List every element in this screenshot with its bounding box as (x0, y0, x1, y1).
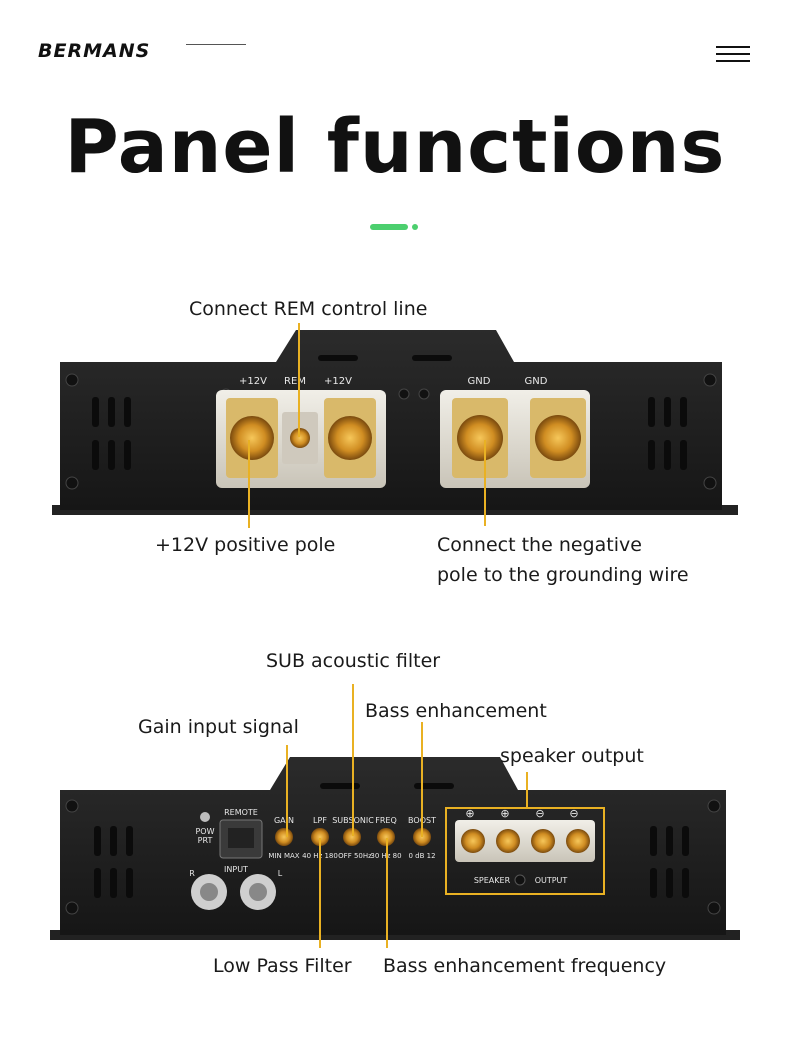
svg-text:0 dB 12: 0 dB 12 (408, 852, 435, 860)
svg-text:FREQ: FREQ (375, 816, 397, 825)
label-gain-input: Gain input signal (138, 716, 299, 738)
svg-text:L: L (278, 869, 283, 878)
ground-terminal-right (535, 415, 581, 461)
label-positive-pole: +12V positive pole (155, 534, 336, 556)
pointer-negative (484, 440, 486, 526)
speaker-output-highlight (445, 807, 605, 895)
label-rem-control: Connect REM control line (189, 298, 428, 320)
label-bass-enhancement: Bass enhancement (365, 700, 547, 722)
positive-terminal-right (328, 416, 372, 460)
positive-terminal-left (230, 416, 274, 460)
title-accent-bar (370, 224, 408, 230)
svg-text:GAIN: GAIN (274, 816, 294, 825)
menu-line-1 (716, 46, 750, 48)
bottom-amplifier-panel: POW PRT REMOTE R INPUT L GAIN MIN MAX LP… (50, 757, 740, 940)
pointer-bass-enhancement (421, 722, 423, 837)
label-gnd-left: GND (468, 376, 491, 387)
speaker-terminal-1 (461, 829, 485, 853)
pointer-positive (248, 440, 250, 528)
label-bass-frequency: Bass enhancement frequency (383, 955, 667, 977)
menu-line-3 (716, 60, 750, 62)
pointer-rem (298, 323, 300, 437)
svg-text:MIN MAX: MIN MAX (268, 852, 299, 860)
svg-text:OUTPUT: OUTPUT (535, 876, 568, 885)
pointer-speaker-output (526, 772, 528, 808)
svg-text:PRT: PRT (198, 836, 213, 845)
label-plus12-left: +12V (239, 376, 267, 387)
label-sub-filter: SUB acoustic filter (266, 650, 441, 672)
power-led (200, 812, 210, 822)
freq-knob (377, 828, 395, 846)
svg-text:INPUT: INPUT (224, 865, 248, 874)
label-negative-line1: Connect the negative (437, 534, 642, 556)
lpf-knob (311, 828, 329, 846)
title-accent-dot (412, 224, 418, 230)
svg-text:⊕: ⊕ (500, 807, 509, 820)
speaker-terminal-3 (531, 829, 555, 853)
bottom-panel-body (60, 757, 726, 935)
speaker-terminal-4 (566, 829, 590, 853)
hamburger-menu-icon[interactable] (716, 46, 750, 64)
brand-divider (186, 44, 246, 45)
rem-terminal (290, 428, 310, 448)
pointer-sub-filter (352, 684, 354, 836)
pointer-low-pass (319, 838, 321, 948)
label-low-pass: Low Pass Filter (213, 955, 352, 977)
svg-text:OFF 50Hz: OFF 50Hz (338, 852, 372, 860)
svg-text:R: R (189, 869, 195, 878)
top-panel-body (60, 330, 722, 510)
top-amplifier-panel: +12V REM +12V GND GND (52, 330, 738, 515)
gain-knob (275, 828, 293, 846)
menu-line-2 (716, 53, 750, 55)
ground-terminal-left (457, 415, 503, 461)
svg-text:⊖: ⊖ (535, 807, 544, 820)
svg-text:LPF: LPF (313, 816, 327, 825)
boost-knob (413, 828, 431, 846)
brand-logo[interactable]: BERMANS (38, 40, 151, 62)
svg-text:⊖: ⊖ (569, 807, 578, 820)
svg-text:⊕: ⊕ (465, 807, 474, 820)
label-gnd-right: GND (525, 376, 548, 387)
label-plus12-right: +12V (324, 376, 352, 387)
subsonic-knob (343, 828, 361, 846)
page-title: Panel functions (64, 104, 726, 190)
pointer-gain (286, 745, 288, 837)
svg-text:POW: POW (195, 827, 214, 836)
pointer-bass-frequency (386, 838, 388, 948)
label-negative-line2: pole to the grounding wire (437, 564, 689, 586)
svg-text:REMOTE: REMOTE (224, 808, 258, 817)
svg-text:SPEAKER: SPEAKER (474, 876, 511, 885)
label-speaker-output: speaker output (500, 745, 644, 767)
speaker-terminal-2 (496, 829, 520, 853)
label-rem: REM (284, 376, 306, 387)
